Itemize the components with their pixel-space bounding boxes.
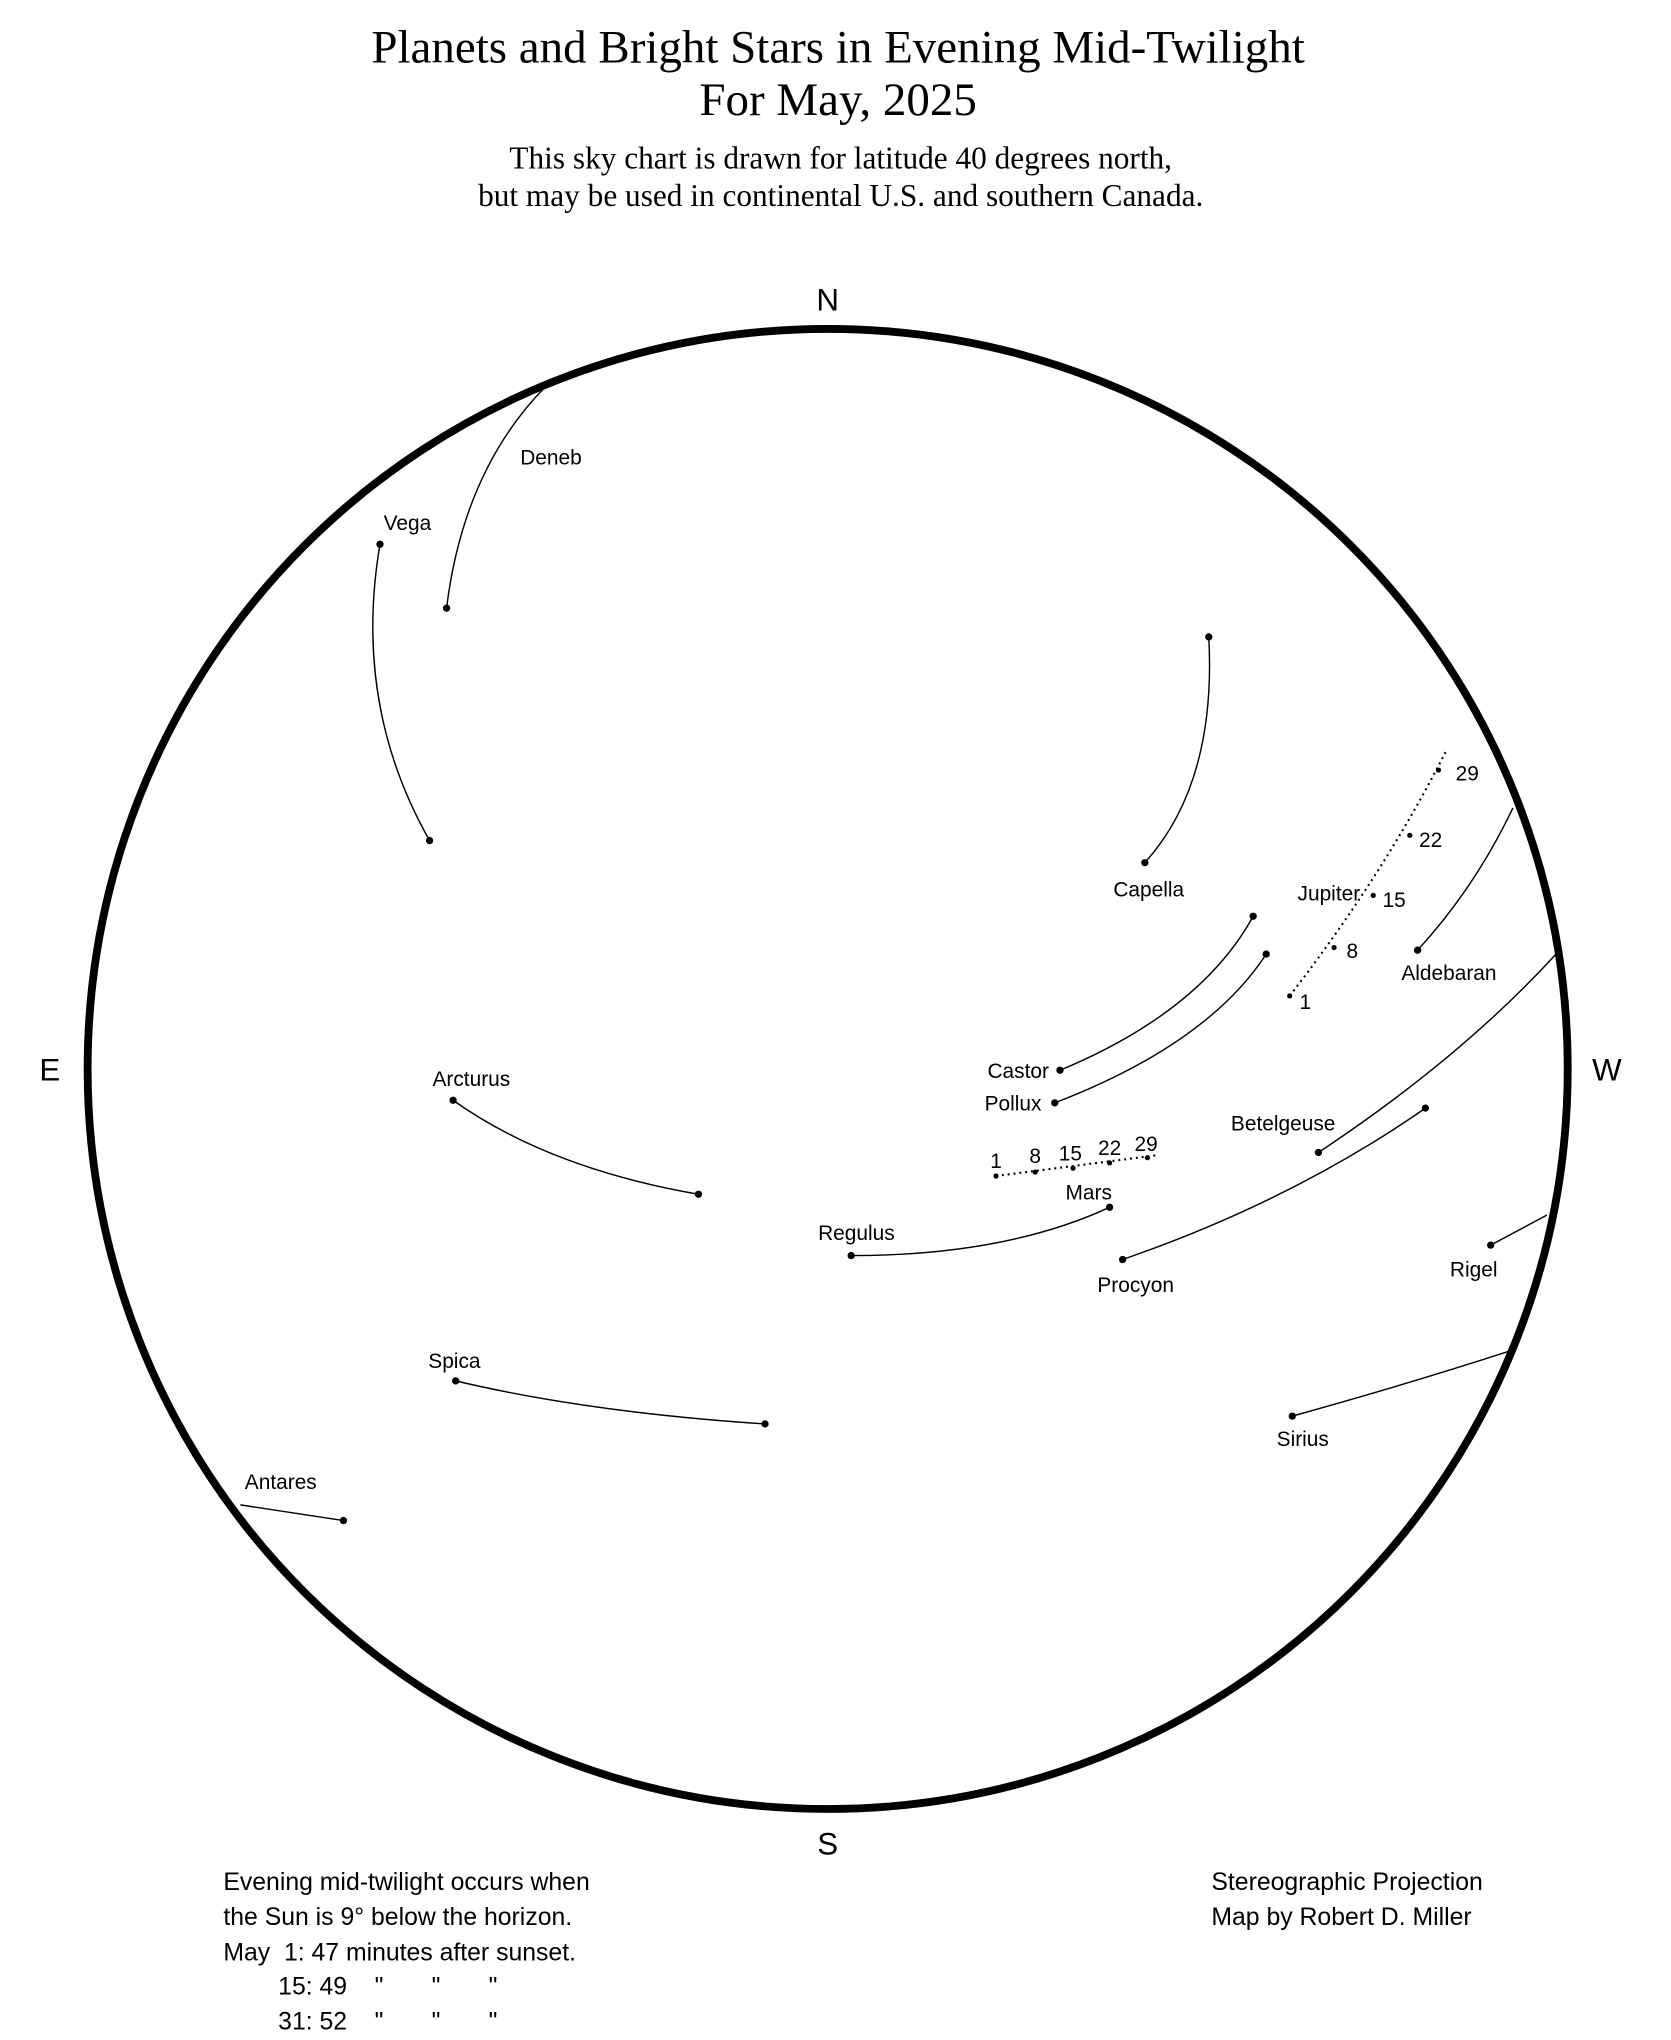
star-regulus: Regulus	[818, 1203, 1114, 1260]
star-deneb: Deneb	[442, 385, 582, 612]
star-sirius: Sirius	[1277, 1350, 1511, 1451]
author-credit: Map by Robert D. Miller	[1211, 1904, 1471, 1931]
horizon-circle	[83, 324, 1572, 1813]
star-procyon: Procyon	[1097, 1104, 1430, 1297]
jupiter-date-22: 22	[1419, 829, 1442, 852]
label-antares: Antares	[245, 1471, 317, 1494]
note-line: 31: 52 " " "	[278, 2009, 497, 2036]
label-castor: Castor	[987, 1060, 1049, 1083]
label-sirius: Sirius	[1277, 1428, 1329, 1451]
jupiter-date-8: 8	[1347, 940, 1359, 963]
star-betelgeuse: Betelgeuse	[1231, 952, 1558, 1157]
mars-date-22: 22	[1098, 1137, 1121, 1160]
star-capella: Capella	[1113, 633, 1213, 902]
label-jupiter: Jupiter	[1298, 883, 1361, 906]
label-regulus: Regulus	[818, 1222, 895, 1245]
mars-date-29: 29	[1135, 1133, 1158, 1156]
star-aldebaran: Aldebaran	[1401, 807, 1514, 985]
label-mars: Mars	[1066, 1181, 1112, 1204]
direction-east: E	[39, 1053, 60, 1088]
subtitle-line1: This sky chart is drawn for latitude 40 …	[509, 140, 1172, 175]
star-rigel: Rigel	[1450, 1214, 1548, 1281]
planet-jupiter: 1 8 15 22 29 Jupiter	[1287, 750, 1479, 1014]
label-spica: Spica	[428, 1350, 481, 1373]
direction-north: N	[816, 283, 839, 318]
star-arcturus: Arcturus	[432, 1068, 703, 1198]
mars-date-1: 1	[990, 1150, 1002, 1173]
jupiter-date-1: 1	[1300, 991, 1312, 1014]
chart-title-line2: For May, 2025	[699, 74, 976, 126]
subtitle-line2: but may be used in continental U.S. and …	[478, 178, 1203, 213]
label-procyon: Procyon	[1097, 1274, 1174, 1297]
mars-date-15: 15	[1059, 1142, 1082, 1165]
credits: Stereographic Projection Map by Robert D…	[1211, 1869, 1482, 1931]
direction-south: S	[817, 1827, 838, 1862]
direction-west: W	[1592, 1053, 1622, 1088]
note-line: the Sun is 9° below the horizon.	[223, 1904, 572, 1931]
star-spica: Spica	[428, 1350, 769, 1428]
projection-note: Stereographic Projection	[1211, 1869, 1482, 1896]
jupiter-date-15: 15	[1383, 889, 1406, 912]
label-aldebaran: Aldebaran	[1401, 962, 1496, 985]
label-rigel: Rigel	[1450, 1258, 1498, 1281]
label-deneb: Deneb	[520, 447, 582, 470]
label-pollux: Pollux	[985, 1093, 1042, 1116]
star-pollux: Pollux	[985, 950, 1270, 1116]
planet-mars: 1 8 15 22 29 Mars	[990, 1133, 1159, 1204]
note-line: 15: 49 " " "	[278, 1973, 497, 2000]
star-antares: Antares	[240, 1471, 348, 1525]
chart-title-line1: Planets and Bright Stars in Evening Mid-…	[371, 22, 1304, 74]
label-betelgeuse: Betelgeuse	[1231, 1112, 1335, 1135]
star-vega: Vega	[372, 512, 434, 845]
label-capella: Capella	[1113, 879, 1184, 902]
mars-date-8: 8	[1029, 1145, 1041, 1168]
label-arcturus: Arcturus	[432, 1068, 510, 1091]
note-line: Evening mid-twilight occurs when	[223, 1869, 589, 1896]
label-vega: Vega	[384, 512, 432, 535]
star-castor: Castor	[987, 912, 1257, 1083]
note-line: May 1: 47 minutes after sunset.	[223, 1939, 576, 1966]
twilight-notes: Evening mid-twilight occurs when the Sun…	[223, 1869, 589, 2036]
jupiter-date-29: 29	[1456, 762, 1479, 785]
